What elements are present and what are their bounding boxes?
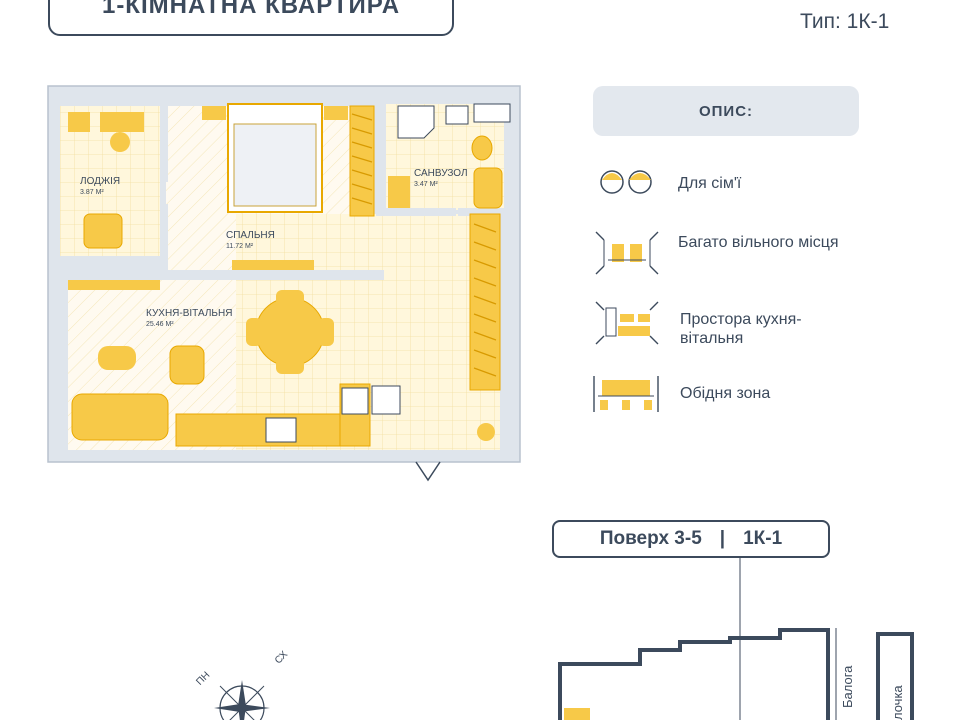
dining-icon — [592, 374, 660, 419]
feature-kitchen-living: Простора кухня-вітальня — [680, 311, 802, 347]
family-icon — [598, 164, 656, 205]
floor-indicator: Поверх 3-5 | 1К-1 — [552, 520, 830, 558]
room-area-kitchen-living: 25.46 М² — [146, 321, 174, 328]
compass-icon: ПН СХ — [194, 649, 290, 720]
street-label-1: Балога — [840, 665, 855, 708]
room-area-bedroom: 11.72 М² — [226, 243, 254, 250]
compass-northwest: ПН — [194, 670, 212, 688]
kitchen-living-icon — [594, 300, 660, 351]
page-title: 1-КІМНАТНА КВАРТИРА — [48, 0, 454, 36]
floor-type: 1К-1 — [743, 528, 783, 549]
description-heading: ОПИС: — [593, 86, 859, 136]
room-label-kitchen-living: КУХНЯ-ВІТАЛЬНЯ — [146, 308, 232, 319]
spacious-icon — [594, 230, 660, 281]
floor-plan: ЛОДЖІЯ 3.87 М² СПАЛЬНЯ 11.72 М² САНВУЗОЛ… — [47, 85, 521, 482]
room-label-bathroom: САНВУЗОЛ — [414, 168, 468, 179]
street-label-2: лочка — [890, 685, 905, 720]
floor-range: Поверх 3-5 — [599, 528, 702, 549]
room-area-bathroom: 3.47 М² — [414, 181, 438, 188]
site-plan: Балога лочка — [558, 558, 914, 720]
compass-northeast: СХ — [273, 649, 290, 666]
room-label-loggia: ЛОДЖІЯ — [80, 176, 120, 187]
feature-dining: Обідня зона — [680, 385, 771, 402]
feature-spacious: Багато вільного місця — [678, 234, 839, 251]
apartment-type-label: Тип: 1К-1 — [800, 10, 890, 33]
room-label-bedroom: СПАЛЬНЯ — [226, 230, 275, 241]
room-area-loggia: 3.87 М² — [80, 189, 104, 196]
feature-family: Для сім'ї — [678, 175, 742, 192]
floor-separator: | — [719, 528, 726, 549]
